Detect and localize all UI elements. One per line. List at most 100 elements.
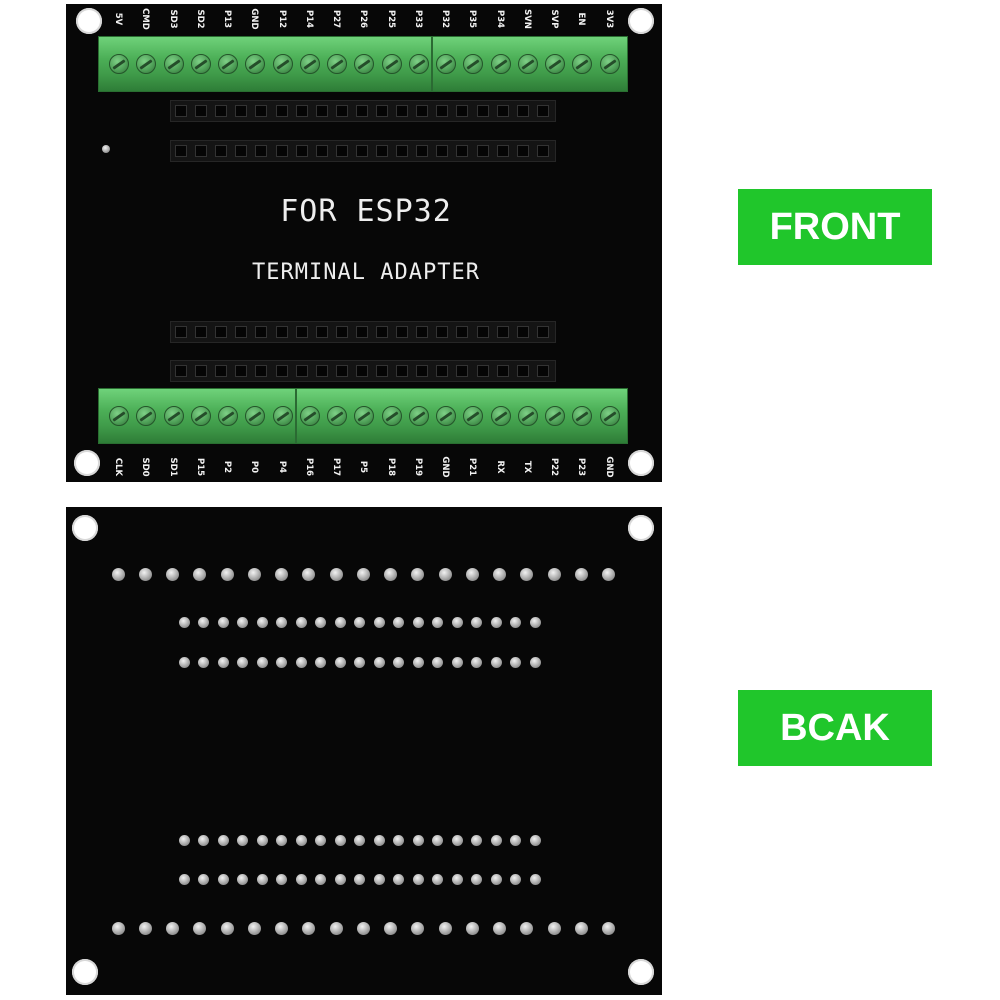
solder-joint bbox=[529, 656, 541, 668]
header-socket bbox=[355, 365, 368, 377]
solder-joint bbox=[393, 616, 404, 628]
terminal-screw bbox=[136, 54, 157, 74]
terminal-screw bbox=[109, 54, 129, 74]
solder-joint bbox=[411, 567, 425, 581]
pin-label: P32 bbox=[440, 9, 450, 29]
board-subtitle: TERMINAL ADAPTER bbox=[252, 260, 480, 285]
solder-joint bbox=[602, 567, 615, 581]
header-socket bbox=[396, 105, 409, 117]
terminal-screw bbox=[299, 54, 320, 74]
terminal-screw bbox=[190, 54, 211, 74]
header-socket bbox=[376, 365, 388, 377]
header-socket bbox=[476, 145, 489, 157]
terminal-screw bbox=[218, 406, 238, 426]
solder-joint bbox=[490, 656, 502, 668]
header-socket bbox=[315, 145, 328, 157]
female-header-row bbox=[170, 140, 556, 162]
header-socket bbox=[396, 326, 409, 338]
solder-joint bbox=[574, 921, 588, 935]
header-socket bbox=[335, 145, 348, 157]
solder-joint bbox=[138, 921, 152, 935]
solder-joint bbox=[432, 616, 443, 628]
header-socket bbox=[335, 105, 348, 117]
terminal-screw bbox=[517, 406, 538, 426]
pin-label: P17 bbox=[331, 457, 341, 477]
header-socket bbox=[215, 105, 228, 117]
header-socket bbox=[416, 105, 429, 117]
header-socket bbox=[275, 145, 288, 157]
solder-joint bbox=[412, 616, 424, 628]
terminal-screw bbox=[572, 54, 593, 74]
header-socket bbox=[175, 326, 187, 338]
mounting-hole bbox=[628, 959, 654, 985]
terminal-screw bbox=[408, 54, 429, 74]
solder-joint bbox=[356, 567, 370, 581]
solder-joint bbox=[315, 656, 326, 668]
solder-joint bbox=[412, 873, 424, 885]
pin-label: P4 bbox=[276, 460, 287, 474]
solder-joint bbox=[237, 834, 248, 846]
solder-joint bbox=[451, 656, 463, 668]
solder-joint bbox=[373, 616, 385, 628]
terminal-screw bbox=[545, 406, 565, 426]
pin-label: P18 bbox=[385, 457, 396, 477]
header-socket bbox=[456, 105, 469, 117]
pin-label: P33 bbox=[412, 9, 423, 29]
solder-joint bbox=[373, 873, 385, 885]
terminal-screw bbox=[245, 406, 266, 426]
pin-label: P14 bbox=[303, 9, 314, 29]
solder-joint bbox=[295, 616, 307, 628]
led-spot bbox=[102, 145, 110, 153]
pin-label: P34 bbox=[494, 9, 505, 29]
solder-joint bbox=[217, 873, 229, 885]
header-socket bbox=[496, 365, 509, 377]
header-socket bbox=[255, 326, 268, 338]
solder-joint bbox=[354, 656, 365, 668]
back-badge: BCAK bbox=[738, 690, 932, 766]
solder-joint bbox=[220, 921, 234, 935]
solder-joint bbox=[220, 567, 234, 581]
solder-joint bbox=[198, 656, 209, 668]
header-socket bbox=[255, 365, 268, 377]
solder-joint bbox=[334, 873, 346, 885]
terminal-screw bbox=[408, 406, 429, 426]
header-socket bbox=[275, 365, 288, 377]
solder-joint bbox=[276, 656, 287, 668]
pin-label: CLK bbox=[113, 457, 123, 477]
pin-label: P12 bbox=[276, 9, 287, 29]
solder-joint bbox=[237, 656, 248, 668]
header-socket bbox=[175, 365, 187, 377]
solder-joint bbox=[315, 873, 326, 885]
solder-joint bbox=[276, 616, 287, 628]
terminal-screw bbox=[218, 54, 238, 74]
terminal-screw bbox=[272, 406, 293, 426]
solder-joint bbox=[302, 921, 316, 935]
solder-joint bbox=[178, 834, 190, 846]
pin-label: SVN bbox=[521, 9, 532, 29]
solder-joint bbox=[465, 567, 479, 581]
solder-joint bbox=[193, 921, 207, 935]
header-socket bbox=[516, 105, 529, 117]
solder-joint bbox=[412, 656, 424, 668]
terminal-screw bbox=[109, 406, 129, 426]
pin-label: P15 bbox=[194, 457, 205, 477]
header-socket bbox=[476, 365, 489, 377]
pin-label: TX bbox=[521, 460, 532, 474]
solder-joint bbox=[471, 834, 482, 846]
header-socket bbox=[376, 326, 388, 338]
pin-label: 5V bbox=[113, 12, 123, 26]
header-socket bbox=[396, 365, 409, 377]
pin-label: P21 bbox=[467, 457, 478, 477]
solder-joint bbox=[393, 656, 404, 668]
terminal-screw bbox=[490, 406, 511, 426]
pin-label: SD2 bbox=[194, 9, 205, 29]
solder-joint bbox=[198, 834, 209, 846]
solder-joint bbox=[193, 567, 207, 581]
header-socket bbox=[335, 326, 348, 338]
solder-joint bbox=[451, 834, 463, 846]
header-socket bbox=[496, 326, 509, 338]
solder-joint bbox=[247, 921, 261, 935]
terminal-screw bbox=[190, 406, 211, 426]
pin-label: P35 bbox=[467, 9, 478, 29]
solder-joint bbox=[529, 873, 541, 885]
